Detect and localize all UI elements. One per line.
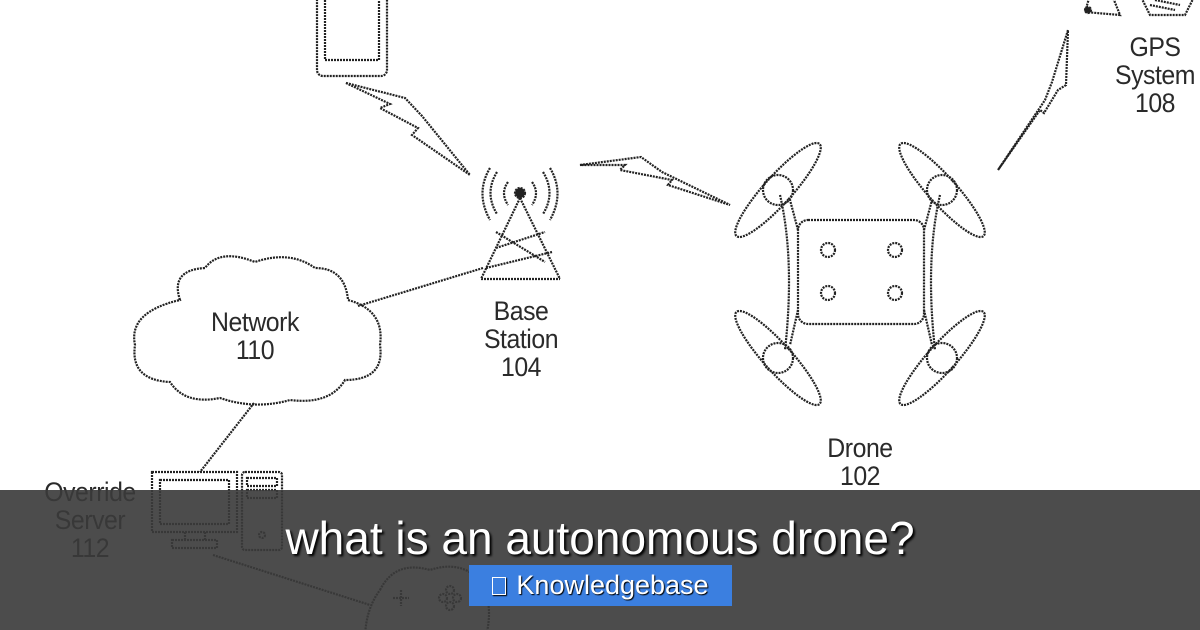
gps-satellite-icon bbox=[1083, 0, 1194, 17]
network-cloud-icon bbox=[133, 255, 382, 406]
gps-label-line1: GPS bbox=[1129, 32, 1181, 62]
drone-label-text: Drone bbox=[827, 433, 893, 463]
drone-icon bbox=[734, 141, 986, 407]
base-station-ref-number: 104 bbox=[500, 352, 542, 382]
network-label-text: Network bbox=[211, 307, 299, 337]
base-station-label: Base Station 104 bbox=[470, 297, 571, 381]
gps-system-label: GPS System 108 bbox=[1104, 33, 1200, 117]
knowledgebase-button[interactable]: Knowledgebase bbox=[469, 565, 732, 606]
wireless-link-icon bbox=[997, 29, 1070, 171]
base-station-tower-icon bbox=[480, 167, 561, 281]
caption-band bbox=[0, 490, 1200, 630]
base-station-label-line1: Base bbox=[493, 296, 549, 326]
drone-label: Drone 102 bbox=[809, 434, 910, 490]
base-station-label-line2: Station bbox=[483, 324, 559, 354]
square-icon bbox=[492, 576, 507, 595]
knowledgebase-button-label: Knowledgebase bbox=[516, 570, 709, 600]
wireless-link-icon bbox=[579, 155, 731, 207]
gps-label-line2: System bbox=[1114, 60, 1196, 90]
network-ref-number: 110 bbox=[235, 335, 275, 365]
headline: what is an autonomous drone? bbox=[285, 512, 915, 564]
network-label: Network 110 bbox=[200, 308, 310, 364]
drone-ref-number: 102 bbox=[839, 461, 881, 491]
mobile-device-icon bbox=[315, 0, 389, 78]
gps-ref-number: 108 bbox=[1134, 88, 1176, 118]
wireless-link-icon bbox=[345, 81, 471, 176]
